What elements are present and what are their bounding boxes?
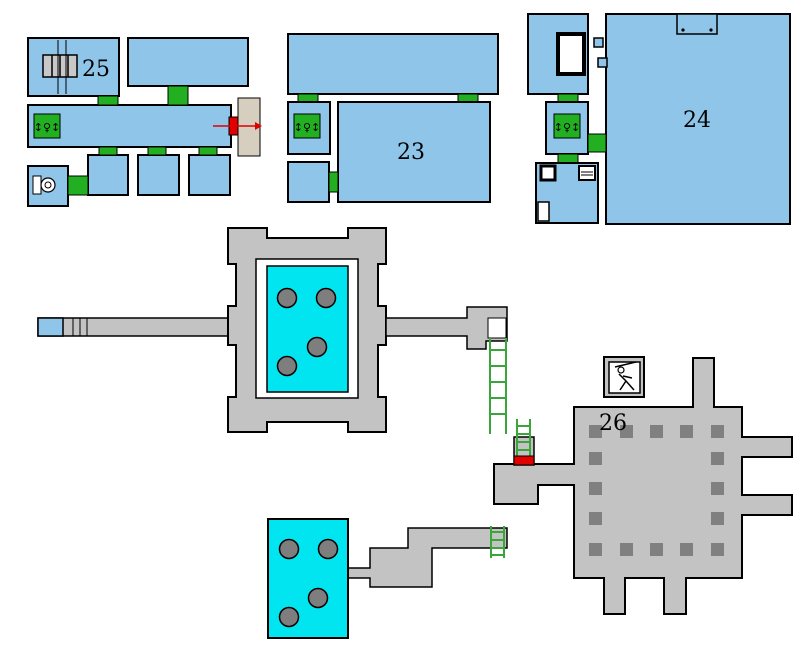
door [557, 153, 579, 164]
door [98, 146, 118, 156]
door [147, 146, 167, 156]
door [67, 175, 89, 196]
door [297, 93, 319, 103]
room-23 [337, 101, 491, 203]
corridor-25 [27, 104, 232, 148]
room [87, 154, 129, 196]
building-23: ↕♀↕ 23 [287, 33, 499, 203]
elevator-icon: ↕♀↕ [33, 113, 61, 139]
south-corridor [347, 527, 508, 588]
room [137, 154, 180, 196]
pillar [315, 287, 337, 309]
building-25: 25 ↕♀↕ [27, 37, 262, 207]
broken-statue-icon [608, 361, 641, 394]
svg-text:↕♀↕: ↕♀↕ [34, 121, 61, 134]
ladder-icon [489, 338, 507, 434]
south-pool-area [267, 518, 508, 639]
room-25-north-east [127, 37, 249, 87]
water-pool [266, 265, 349, 393]
computer-icon [556, 32, 586, 76]
table-icon [676, 13, 718, 35]
door [587, 133, 607, 153]
elevator-icon: ↕♀↕ [553, 113, 581, 139]
svg-text:↕♀↕: ↕♀↕ [554, 121, 581, 134]
corridor-end [37, 317, 64, 337]
stand [537, 201, 550, 222]
spiral-stair-icon [32, 175, 56, 195]
staircase-icon [42, 40, 78, 94]
door [97, 95, 119, 106]
computer-icon [578, 165, 596, 181]
door [557, 93, 579, 103]
ladder-icon [516, 419, 531, 457]
west-corridor [37, 317, 236, 337]
crate [539, 164, 557, 182]
door [167, 85, 189, 106]
room-24 [605, 13, 791, 225]
building-24: 24 ↕♀↕ [527, 13, 791, 225]
pillar-grid [589, 425, 724, 556]
room-26-label: 26 [599, 411, 627, 436]
pillar [276, 287, 298, 309]
room [287, 33, 499, 95]
central-dungeon [37, 227, 508, 434]
room-23-label: 23 [397, 140, 425, 165]
door [198, 146, 218, 156]
elevator-icon: ↕♀↕ [293, 113, 321, 139]
switch [597, 57, 608, 68]
room-26-area: 26 [493, 356, 793, 615]
ladder-icon [490, 526, 505, 558]
exit-arrow-icon [213, 122, 262, 130]
east-corridor [385, 306, 508, 350]
door [457, 93, 479, 103]
room-24-label: 24 [683, 108, 711, 133]
switch [593, 37, 604, 48]
pillar [278, 538, 300, 560]
room [188, 154, 231, 196]
pillar [278, 606, 300, 628]
pillar [276, 355, 298, 377]
pillar [317, 538, 339, 560]
exit-marker [513, 455, 535, 466]
room-25-label: 25 [82, 57, 110, 82]
pillar [306, 336, 328, 358]
door [328, 171, 339, 193]
svg-text:↕♀↕: ↕♀↕ [294, 121, 321, 134]
pillar [307, 587, 329, 609]
room [287, 161, 330, 203]
